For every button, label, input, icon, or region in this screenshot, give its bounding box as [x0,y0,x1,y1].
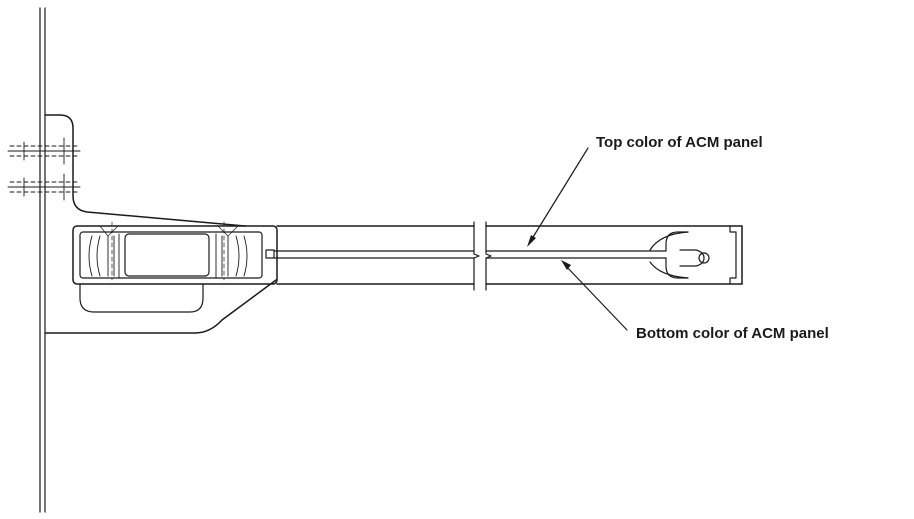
wall-substrate [39,7,46,513]
callout-bottom-color: Bottom color of ACM panel [636,325,829,342]
wall-clip-bracket [44,114,277,334]
callout-top-color: Top color of ACM panel [596,134,763,151]
wall-fastener-bottom [7,173,81,201]
acm-panel [265,221,743,291]
extrusion-body [72,221,278,313]
panel-end-cap [649,225,743,285]
leader-bottom [561,260,628,331]
wall-fastener-top [7,137,81,165]
leader-top [527,147,589,247]
